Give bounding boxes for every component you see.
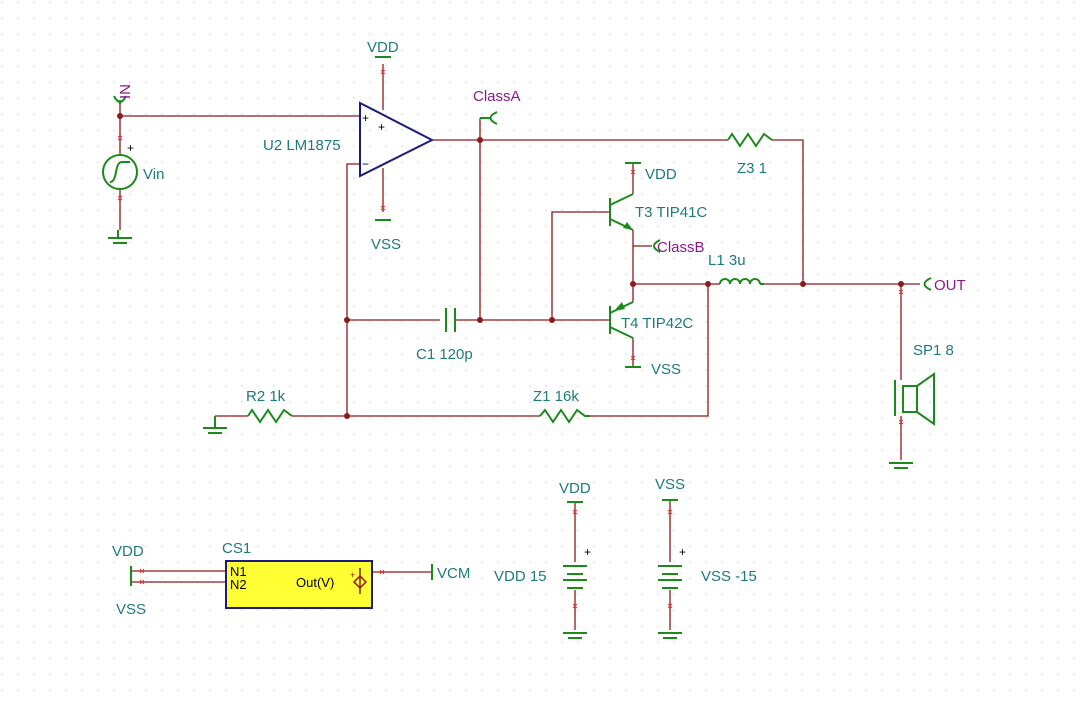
vin-label: Vin bbox=[143, 166, 164, 183]
svg-text:−: − bbox=[362, 157, 369, 171]
svg-text:+: + bbox=[584, 545, 591, 559]
sp1-label: SP1 8 bbox=[913, 342, 954, 359]
t3-label: T3 TIP41C bbox=[635, 204, 707, 221]
r2-label: R2 1k bbox=[246, 388, 286, 405]
ground-r2 bbox=[203, 416, 227, 434]
svg-text:N1: N1 bbox=[230, 564, 247, 579]
classb-port[interactable] bbox=[653, 239, 661, 253]
pin-markers bbox=[117, 69, 904, 609]
z1-label: Z1 16k bbox=[533, 388, 579, 405]
svg-text:Out(V): Out(V) bbox=[296, 575, 334, 590]
vss-batt-top-label: VSS bbox=[655, 476, 685, 493]
svg-text:+: + bbox=[127, 141, 134, 155]
resistor-r2[interactable] bbox=[247, 408, 293, 424]
vss-batt-label: VSS -15 bbox=[701, 568, 757, 585]
svg-text:IN: IN bbox=[117, 84, 134, 99]
vcm-label: VCM bbox=[437, 565, 470, 582]
svg-text:+: + bbox=[350, 570, 355, 580]
ground-vin bbox=[108, 230, 132, 244]
classa-port[interactable] bbox=[480, 111, 498, 125]
out-label: OUT bbox=[934, 277, 966, 294]
svg-text:+: + bbox=[679, 545, 686, 559]
battery-vdd[interactable]: + bbox=[563, 501, 591, 639]
svg-text:+: + bbox=[378, 120, 385, 134]
capacitor-c1[interactable] bbox=[445, 308, 456, 332]
transistor-t3[interactable] bbox=[609, 162, 641, 231]
vdd-t3-label: VDD bbox=[645, 166, 677, 183]
t4-label: T4 TIP42C bbox=[621, 315, 693, 332]
cs1-label: CS1 bbox=[222, 540, 251, 557]
vdd-top-label: VDD bbox=[367, 39, 399, 56]
input-port-in[interactable]: IN bbox=[113, 84, 134, 104]
l1-label: L1 3u bbox=[708, 252, 746, 269]
z3-label: Z3 1 bbox=[737, 160, 767, 177]
u2-label: U2 LM1875 bbox=[263, 137, 341, 154]
inductor-l1[interactable] bbox=[719, 278, 764, 285]
junctions bbox=[117, 113, 904, 419]
resistor-z1[interactable] bbox=[539, 408, 590, 424]
classa-label: ClassA bbox=[473, 88, 521, 105]
battery-vss[interactable]: + bbox=[658, 499, 686, 639]
c1-label: C1 120p bbox=[416, 346, 473, 363]
out-port[interactable] bbox=[923, 277, 932, 291]
classb-label: ClassB bbox=[657, 239, 705, 256]
vin-source[interactable]: + bbox=[102, 141, 138, 190]
cs-vss-label: VSS bbox=[116, 601, 146, 618]
speaker-sp1[interactable] bbox=[889, 372, 935, 469]
svg-text:+: + bbox=[362, 111, 369, 125]
resistor-z3[interactable] bbox=[727, 132, 773, 148]
opamp-u2[interactable]: + + − bbox=[359, 56, 435, 221]
vdd-batt-top-label: VDD bbox=[559, 480, 591, 497]
transistor-t4[interactable] bbox=[609, 301, 641, 368]
svg-text:N2: N2 bbox=[230, 577, 247, 592]
vss-opamp-label: VSS bbox=[371, 236, 401, 253]
cs-vdd-label: VDD bbox=[112, 543, 144, 560]
cs1-block[interactable]: N1 N2 Out(V) + bbox=[225, 560, 373, 609]
wires bbox=[119, 64, 920, 630]
vss-t4-label: VSS bbox=[651, 361, 681, 378]
vdd-batt-label: VDD 15 bbox=[494, 568, 547, 585]
